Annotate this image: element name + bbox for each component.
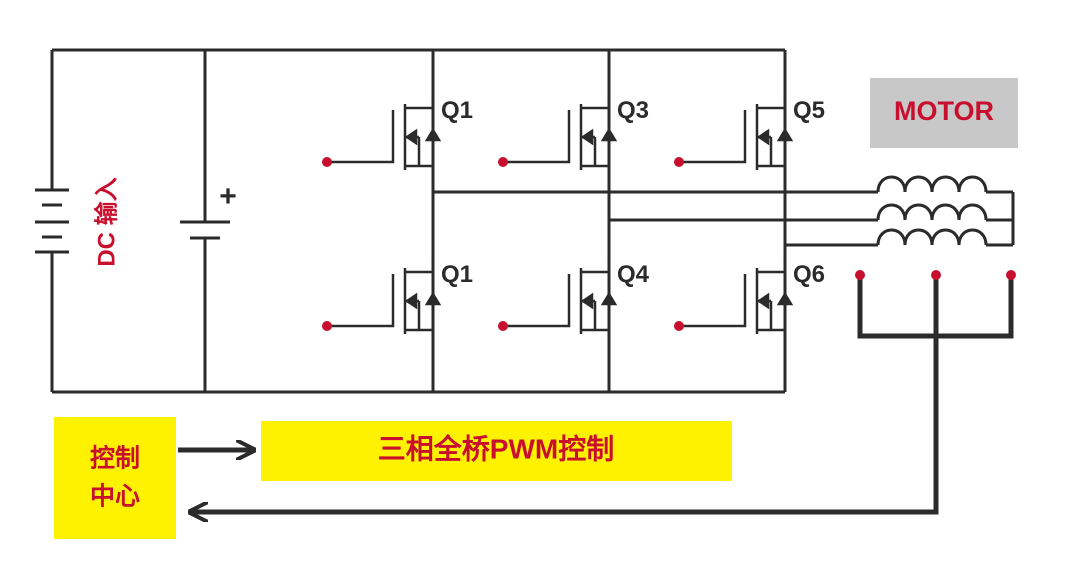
capacitor-symbol (180, 220, 230, 240)
power-frame (50, 48, 785, 394)
sensor-pins (855, 270, 1016, 280)
control-center-line1: 控制 (90, 445, 140, 473)
pwm-label: 三相全桥PWM控制 (378, 432, 614, 464)
bottom-transistor-label-1: Q1 (441, 261, 473, 288)
top-transistor-label-2: Q3 (617, 97, 649, 124)
bottom-transistor-label-3: Q6 (793, 261, 825, 288)
coil-2 (876, 203, 1013, 222)
upper-switch-2-gate-pin (498, 157, 508, 167)
motor-coils (876, 175, 1013, 247)
lower-switch-1 (322, 258, 442, 334)
sensor-wiring (190, 275, 1014, 512)
coil-1 (876, 175, 1013, 194)
bottom-transistor-label-2: Q4 (617, 261, 650, 288)
control-center-line2: 中心 (90, 483, 140, 511)
lower-switch-3 (674, 258, 794, 334)
upper-switch-2 (498, 94, 618, 170)
coil-3 (876, 228, 1013, 247)
dc-input-label: DC 输入 (92, 177, 120, 266)
upper-switch-1 (322, 94, 442, 170)
phase-output-wires (433, 190, 878, 247)
motor-label: MOTOR (894, 96, 994, 126)
battery-symbol (35, 188, 69, 254)
lower-switch-1-gate-pin (322, 321, 332, 331)
motor-box (870, 78, 1018, 148)
upper-switch-3-gate-pin (674, 157, 684, 167)
lower-switch-2 (498, 258, 618, 334)
lower-switch-3-gate-pin (674, 321, 684, 331)
lower-switch-2-gate-pin (498, 321, 508, 331)
pwm-label-box (261, 421, 732, 481)
control-center-box (54, 417, 176, 539)
upper-switch-1-gate-pin (322, 157, 332, 167)
capacitor-plus-sign: + (219, 180, 237, 213)
top-transistor-label-3: Q5 (793, 97, 825, 124)
upper-switch-3 (674, 94, 794, 170)
top-transistor-label-1: Q1 (441, 97, 473, 124)
switches (322, 94, 794, 334)
